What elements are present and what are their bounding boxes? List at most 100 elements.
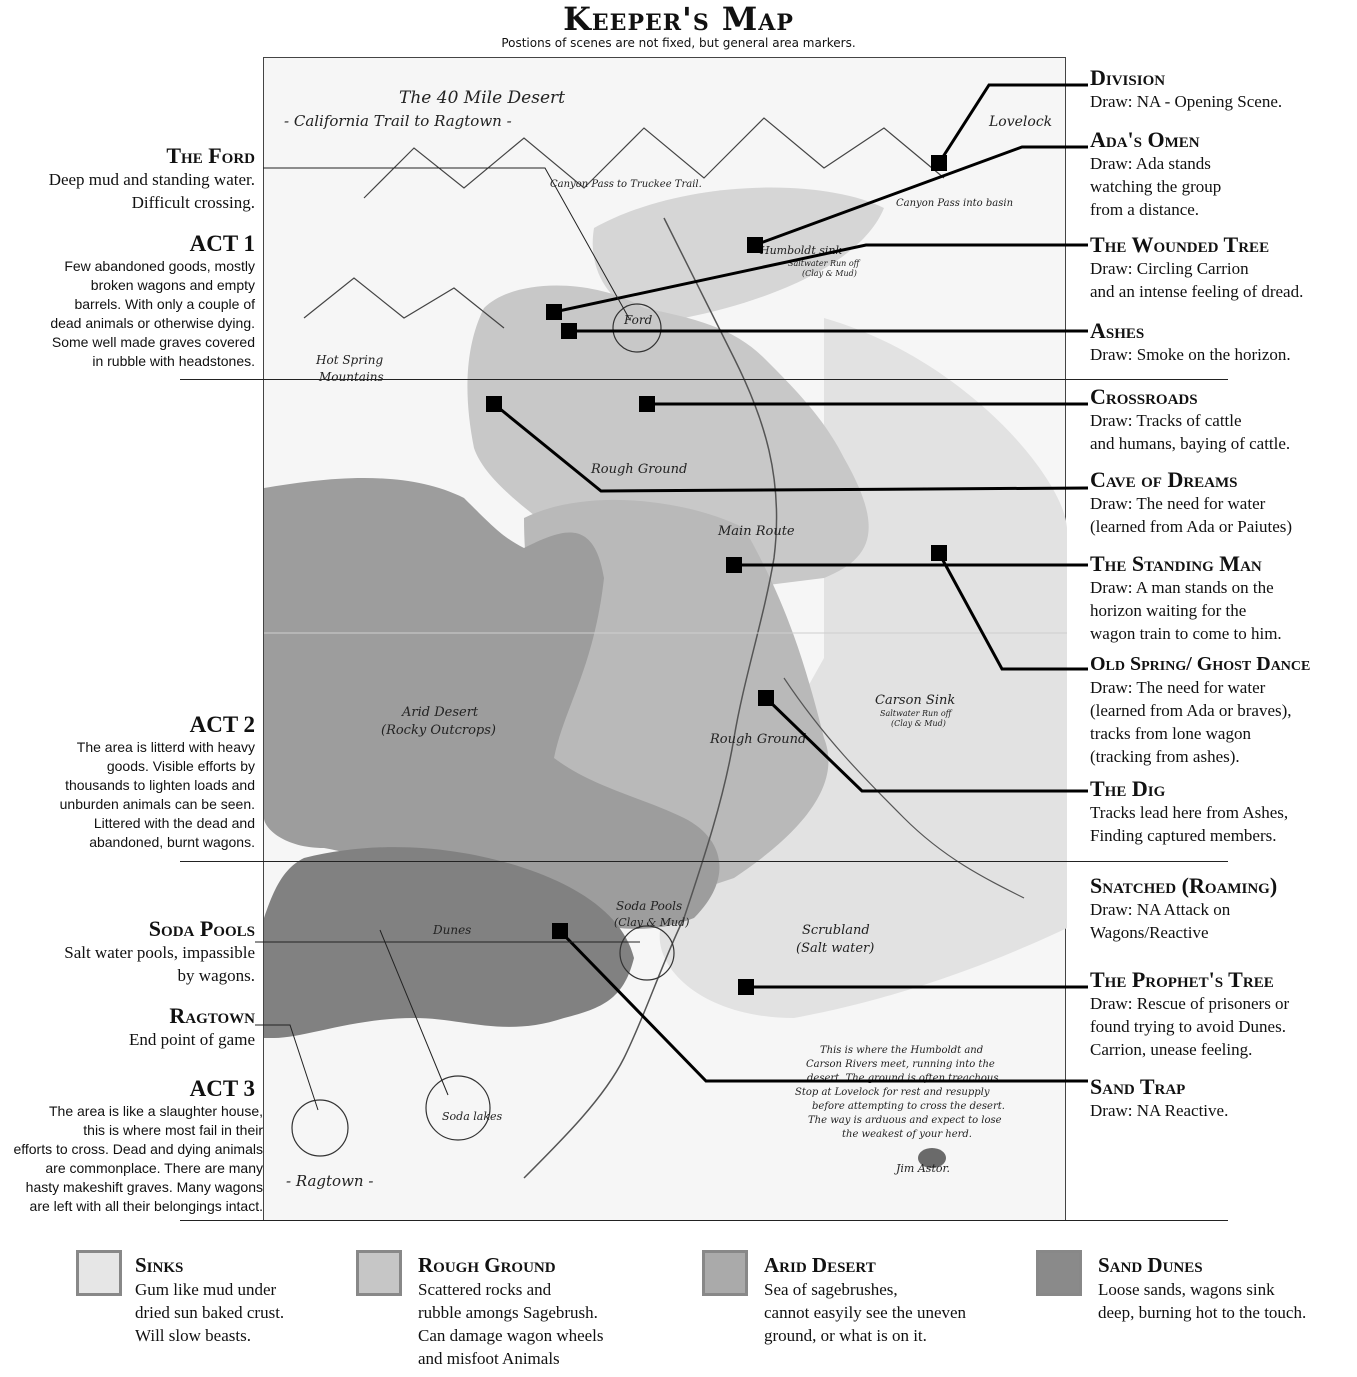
map-drawing: The 40 Mile Desert - California Trail to…	[264, 88, 1067, 1190]
map-carson-sink: Carson Sink	[875, 693, 955, 708]
map-title-2: - California Trail to Ragtown -	[284, 112, 512, 130]
legend-sand-dunes: Sand Dunes Loose sands, wagons sink deep…	[1098, 1252, 1353, 1324]
note-standing-man: The Standing Man Draw: A man stands on t…	[1090, 552, 1355, 645]
note-line: Draw: NA Reactive.	[1090, 1101, 1229, 1120]
act-line: Some well made graves covered	[51, 334, 255, 350]
map-note-line: before attempting to cross the desert.	[812, 1101, 1005, 1112]
note-title: The Prophet's Tree	[1090, 967, 1274, 992]
note-line: Finding captured members.	[1090, 826, 1277, 845]
note-ashes: Ashes Draw: Smoke on the horizon.	[1090, 319, 1355, 366]
legend-swatch-arid-desert	[702, 1250, 748, 1296]
note-line: End point of game	[128, 1030, 255, 1049]
note-adas-omen: Ada's Omen Draw: Ada stands watching the…	[1090, 128, 1355, 221]
legend-title: Sand Dunes	[1098, 1253, 1203, 1277]
legend-line: Will slow beasts.	[135, 1326, 251, 1345]
map-scrubland-2: (Salt water)	[796, 941, 874, 956]
note-act2: ACT 2 The area is litterd with heavy goo…	[10, 712, 255, 852]
note-title: Cave of Dreams	[1090, 467, 1238, 492]
map-canyon-truckee: Canyon Pass to Truckee Trail.	[550, 179, 702, 190]
note-line: Draw: The need for water	[1090, 678, 1266, 697]
legend-line: deep, burning hot to the touch.	[1098, 1303, 1307, 1322]
region-arid	[264, 478, 720, 929]
act-line: efforts to cross. Dead and dying animals	[13, 1141, 263, 1157]
divider-act1	[180, 379, 1228, 380]
note-line: watching the group	[1090, 177, 1222, 196]
map-humboldt-sink: Humboldt sink	[759, 244, 842, 257]
note-line: Tracks lead here from Ashes,	[1090, 803, 1289, 822]
map-note-line: Stop at Lovelock for rest and resupply	[795, 1087, 990, 1098]
note-title: Soda Pools	[148, 916, 255, 941]
map-note-line: desert. The ground is often treachous.	[807, 1073, 1002, 1084]
note-act3: ACT 3 The area is like a slaughter house…	[0, 1076, 263, 1216]
note-sand-trap: Sand Trap Draw: NA Reactive.	[1090, 1075, 1355, 1122]
note-line: Draw: Ada stands	[1090, 154, 1211, 173]
note-line: Deep mud and standing water.	[48, 170, 255, 189]
map-note-line: Carson Rivers meet, running into the	[806, 1059, 995, 1070]
note-crossroads: Crossroads Draw: Tracks of cattle and hu…	[1090, 385, 1355, 455]
note-title: Old Spring/ Ghost Dance	[1090, 653, 1311, 675]
act-line: Few abandoned goods, mostly	[64, 258, 255, 274]
note-title: The Ford	[166, 143, 255, 168]
act-line: broken wagons and empty	[90, 277, 255, 293]
mountain-sketch	[303, 277, 505, 329]
note-line: Draw: A man stands on the	[1090, 578, 1274, 597]
legend-sinks: Sinks Gum like mud under dried sun baked…	[135, 1252, 335, 1347]
map-lovelock: Lovelock	[988, 114, 1052, 130]
map-note-line: the weakest of your herd.	[842, 1129, 972, 1140]
map-humboldt-sub2: (Clay & Mud)	[802, 269, 857, 278]
map-note-line: This is where the Humboldt and	[820, 1045, 983, 1056]
region-dunes	[264, 847, 634, 1038]
map-soda-lakes: Soda lakes	[442, 1110, 503, 1123]
note-old-spring: Old Spring/ Ghost Dance Draw: The need f…	[1090, 652, 1355, 768]
map-title-1: The 40 Mile Desert	[399, 88, 565, 108]
legend-line: dried sun baked crust.	[135, 1303, 285, 1322]
act-line: abandoned, burnt wagons.	[89, 834, 255, 850]
note-line: Draw: Smoke on the horizon.	[1090, 345, 1291, 364]
map-arid-desert-2: (Rocky Outcrops)	[381, 723, 496, 738]
note-title: Snatched (Roaming)	[1090, 873, 1278, 898]
legend-line: Gum like mud under	[135, 1280, 277, 1299]
map-hot-spring-2: Mountains	[318, 370, 384, 384]
map-panel: The 40 Mile Desert - California Trail to…	[263, 57, 1067, 1221]
act-line: unburden animals can be seen.	[59, 796, 255, 812]
note-title: Crossroads	[1090, 384, 1198, 409]
map-canyon-basin: Canyon Pass into basin	[896, 198, 1013, 209]
act-line: in rubble with headstones.	[92, 353, 255, 369]
map-soda-pools-1: Soda Pools	[616, 899, 682, 913]
act-title: ACT 2	[189, 712, 255, 737]
act-line: are left with all their belongings intac…	[29, 1198, 263, 1214]
act-line: dead animals or otherwise dying.	[50, 315, 255, 331]
legend-line: Can damage wagon wheels	[418, 1326, 604, 1345]
note-the-ford: The Ford Deep mud and standing water. Di…	[10, 144, 255, 214]
legend-line: Sea of sagebrushes,	[764, 1280, 898, 1299]
map-scrubland-1: Scrubland	[802, 923, 870, 938]
act-title: ACT 3	[189, 1076, 255, 1101]
legend-line: ground, or what is on it.	[764, 1326, 927, 1345]
map-note: This is where the Humboldt and Carson Ri…	[795, 1045, 1005, 1175]
note-title: Ragtown	[169, 1003, 255, 1028]
ragtown-circle	[291, 1099, 349, 1157]
map-note-line: The way is arduous and expect to lose	[808, 1115, 1002, 1126]
note-prophets-tree: The Prophet's Tree Draw: Rescue of priso…	[1090, 968, 1355, 1061]
note-line: Draw: Rescue of prisoners or	[1090, 994, 1290, 1013]
note-line: Draw: NA Attack on	[1090, 900, 1231, 919]
note-line: from a distance.	[1090, 200, 1200, 219]
note-line: and humans, baying of cattle.	[1090, 434, 1291, 453]
legend-swatch-rough-ground	[356, 1250, 402, 1296]
note-line: wagon train to come to him.	[1090, 624, 1282, 643]
note-line: Difficult crossing.	[131, 193, 255, 212]
page-subtitle: Postions of scenes are not fixed, but ge…	[501, 36, 856, 50]
note-title: Ada's Omen	[1090, 127, 1200, 152]
ink-spot	[918, 1148, 946, 1168]
map-humboldt-sub: Saltwater Run off	[788, 259, 861, 268]
map-main-route: Main Route	[717, 524, 795, 539]
note-line: Draw: The need for water	[1090, 494, 1266, 513]
act-line: Littered with the dead and	[93, 815, 255, 831]
note-ragtown: Ragtown End point of game	[10, 1004, 255, 1051]
map-note-sign: Jim Astor.	[894, 1162, 950, 1175]
act-line: are commonplace. There are many	[45, 1160, 263, 1176]
act-line: thousands to lighten loads and	[65, 777, 255, 793]
legend-line: Scattered rocks and	[418, 1280, 552, 1299]
legend-swatch-sand-dunes	[1036, 1250, 1082, 1296]
act-line: The area is like a slaughter house,	[48, 1103, 263, 1119]
